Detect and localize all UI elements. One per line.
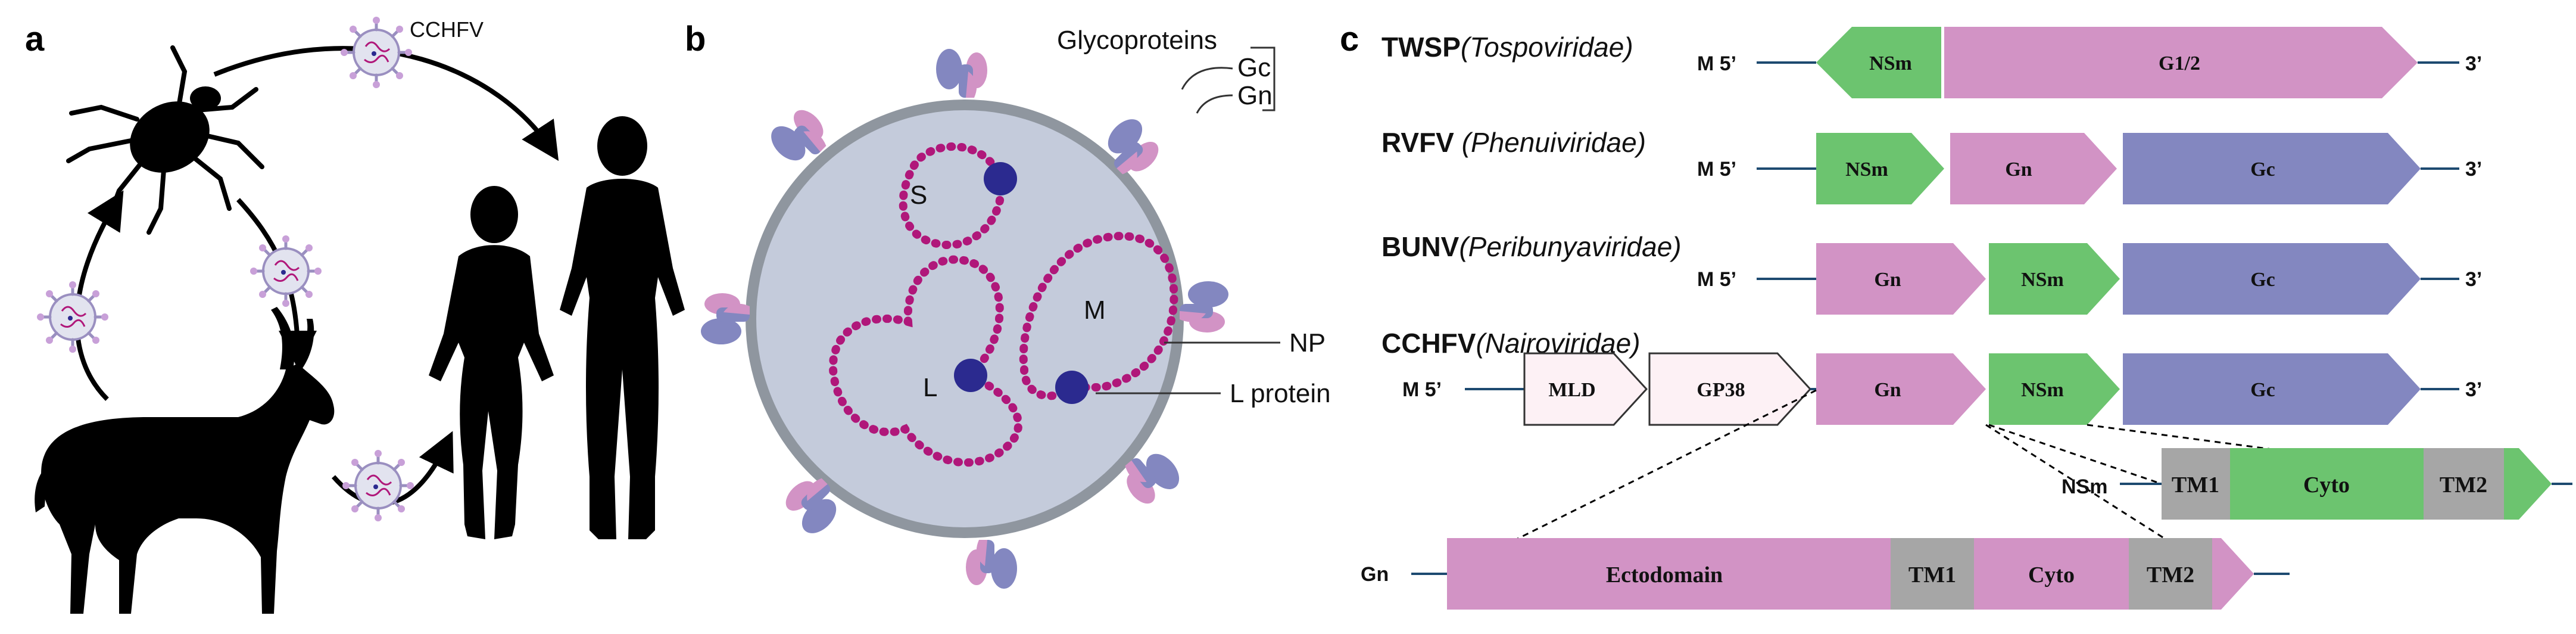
np-label: NP bbox=[1289, 328, 1326, 358]
segment-s-label: S bbox=[910, 181, 927, 210]
segment-nsm bbox=[1816, 27, 1941, 98]
segment-gc-label: Gc bbox=[2250, 269, 2275, 291]
rnp-segments bbox=[828, 142, 1178, 467]
three-prime-end: 3’ bbox=[2465, 268, 2482, 291]
gn-label: Gn bbox=[1237, 81, 1273, 110]
glycoproteins-label: Glycoproteins bbox=[1057, 26, 1217, 55]
spike-icon bbox=[936, 49, 987, 98]
spike-icon bbox=[1180, 281, 1228, 332]
nsm-tm2-box bbox=[2424, 448, 2504, 520]
segment-nsm-label: NSm bbox=[2021, 269, 2064, 291]
nsm-tm2-label: TM2 bbox=[2440, 473, 2487, 498]
nsm-cyto-label: Cyto bbox=[2303, 473, 2350, 498]
l-protein-m bbox=[1055, 371, 1089, 404]
segment-gc-label: Gc bbox=[2250, 379, 2275, 401]
three-prime-end: 3’ bbox=[2465, 52, 2482, 75]
panel-a-letter: a bbox=[25, 20, 45, 58]
l-protein-s bbox=[984, 162, 1017, 195]
segment-nsm bbox=[1816, 133, 1944, 204]
segment-m-label: M bbox=[1084, 296, 1106, 325]
l-protein-l bbox=[954, 359, 987, 392]
segment-gc bbox=[2123, 353, 2421, 425]
panel-a: a CCHFV bbox=[25, 17, 685, 614]
gn-pointer bbox=[1196, 94, 1233, 114]
virion-interior bbox=[756, 110, 1173, 527]
three-prime-end: 3’ bbox=[2465, 378, 2482, 401]
gn-tm2-box bbox=[2129, 538, 2212, 610]
human-silhouette-man bbox=[560, 116, 685, 539]
arrow-tick-to-human bbox=[213, 46, 559, 161]
spike-icon bbox=[966, 540, 1017, 589]
nsm-detail-label: NSm bbox=[2062, 476, 2107, 498]
five-prime-end: M 5’ bbox=[1697, 52, 1736, 75]
segment-m-rnp bbox=[1019, 232, 1178, 400]
gn-tm1-box bbox=[1891, 538, 1974, 610]
segment-gc bbox=[2123, 243, 2421, 315]
nsm-detail: NSm TM1 Cyto TM2 bbox=[2062, 448, 2572, 520]
virus-icon-top bbox=[341, 17, 412, 88]
five-prime-end: M 5’ bbox=[1697, 158, 1736, 181]
gn-detail-label: Gn bbox=[1361, 563, 1389, 586]
genome-row-twsp: TWSP(Tospoviridae) M 5’ NSm G1/2 3’ bbox=[1381, 27, 2482, 98]
tick-icon bbox=[66, 45, 264, 235]
genome-row-cchfv: CCHFV(Nairoviridae) M 5’ MLD GP38 Gn NSm… bbox=[1381, 328, 2482, 426]
glycoprotein-bracket bbox=[1250, 46, 1275, 111]
genome-row-bunv: BUNV(Peribunyaviridae) M 5’ Gn NSm Gc 3’ bbox=[1381, 231, 2482, 315]
spike-icon bbox=[701, 293, 750, 344]
segment-nsm bbox=[1989, 353, 2120, 425]
gn-ectodomain-label: Ectodomain bbox=[1606, 562, 1723, 588]
segment-gc bbox=[2123, 133, 2421, 204]
segment-gp38 bbox=[1648, 352, 1812, 426]
segment-gc-label: Gc bbox=[2250, 158, 2275, 181]
panel-b-letter: b bbox=[685, 20, 706, 58]
virus-name-bunv: BUNV(Peribunyaviridae) bbox=[1381, 231, 1682, 262]
segment-nsm-label: NSm bbox=[1869, 52, 1912, 74]
three-prime-end: 3’ bbox=[2465, 158, 2482, 181]
segment-gn bbox=[1816, 353, 1986, 425]
gn-tm1-label: TM1 bbox=[1908, 562, 1956, 588]
virus-name-rvfv: RVFV (Phenuiviridae) bbox=[1381, 127, 1646, 158]
genome-row-rvfv: RVFV (Phenuiviridae) M 5’ NSm Gn Gc 3’ bbox=[1381, 127, 2482, 204]
segment-mld-label: MLD bbox=[1548, 379, 1595, 401]
human-silhouette-woman bbox=[429, 186, 554, 539]
l-protein-label: L protein bbox=[1230, 379, 1331, 408]
segment-gn-label: Gn bbox=[1874, 269, 1901, 291]
virus-name-twsp: TWSP(Tospoviridae) bbox=[1381, 32, 1633, 63]
segment-l-label: L bbox=[923, 373, 937, 402]
gn-cyto-label: Cyto bbox=[2028, 562, 2075, 588]
gn-detail-body bbox=[1447, 538, 2254, 610]
segment-gn bbox=[1816, 243, 1986, 315]
segment-gn bbox=[1950, 133, 2117, 204]
virus-icon-middle bbox=[250, 235, 322, 307]
segment-nsm-label: NSm bbox=[1845, 158, 1888, 181]
panel-c: c TWSP(Tospoviridae) M 5’ NSm G1/2 3’ RV… bbox=[1340, 20, 2572, 610]
nsm-tm1-label: TM1 bbox=[2172, 473, 2219, 498]
virus-icon-bottom bbox=[342, 450, 414, 521]
segment-gp38-label: GP38 bbox=[1696, 379, 1745, 401]
segment-gn-label: Gn bbox=[1874, 379, 1901, 401]
segment-gn-label: Gn bbox=[2005, 158, 2032, 181]
nsm-tm1-box bbox=[2162, 448, 2230, 520]
gc-label: Gc bbox=[1237, 53, 1271, 82]
five-prime-end: M 5’ bbox=[1697, 268, 1736, 291]
segment-g12 bbox=[1944, 27, 2418, 98]
virus-icon-left bbox=[37, 281, 108, 353]
segment-l-rnp bbox=[828, 255, 1023, 467]
virus-label: CCHFV bbox=[410, 17, 484, 42]
segment-g12-label: G1/2 bbox=[2159, 52, 2200, 74]
panel-b: b S M L Glycoproteins bbox=[685, 20, 1331, 589]
gn-detail: Gn Ectodomain TM1 Cyto TM2 bbox=[1361, 538, 2290, 610]
goat-silhouette bbox=[35, 307, 335, 614]
segment-mld bbox=[1523, 352, 1648, 426]
segment-nsm-label: NSm bbox=[2021, 379, 2064, 401]
gn-tm2-label: TM2 bbox=[2147, 562, 2194, 588]
gc-pointer bbox=[1181, 67, 1233, 90]
five-prime-end: M 5’ bbox=[1402, 378, 1442, 401]
segment-nsm bbox=[1989, 243, 2120, 315]
segment-s-rnp bbox=[899, 142, 1006, 250]
panel-c-letter: c bbox=[1340, 20, 1359, 58]
